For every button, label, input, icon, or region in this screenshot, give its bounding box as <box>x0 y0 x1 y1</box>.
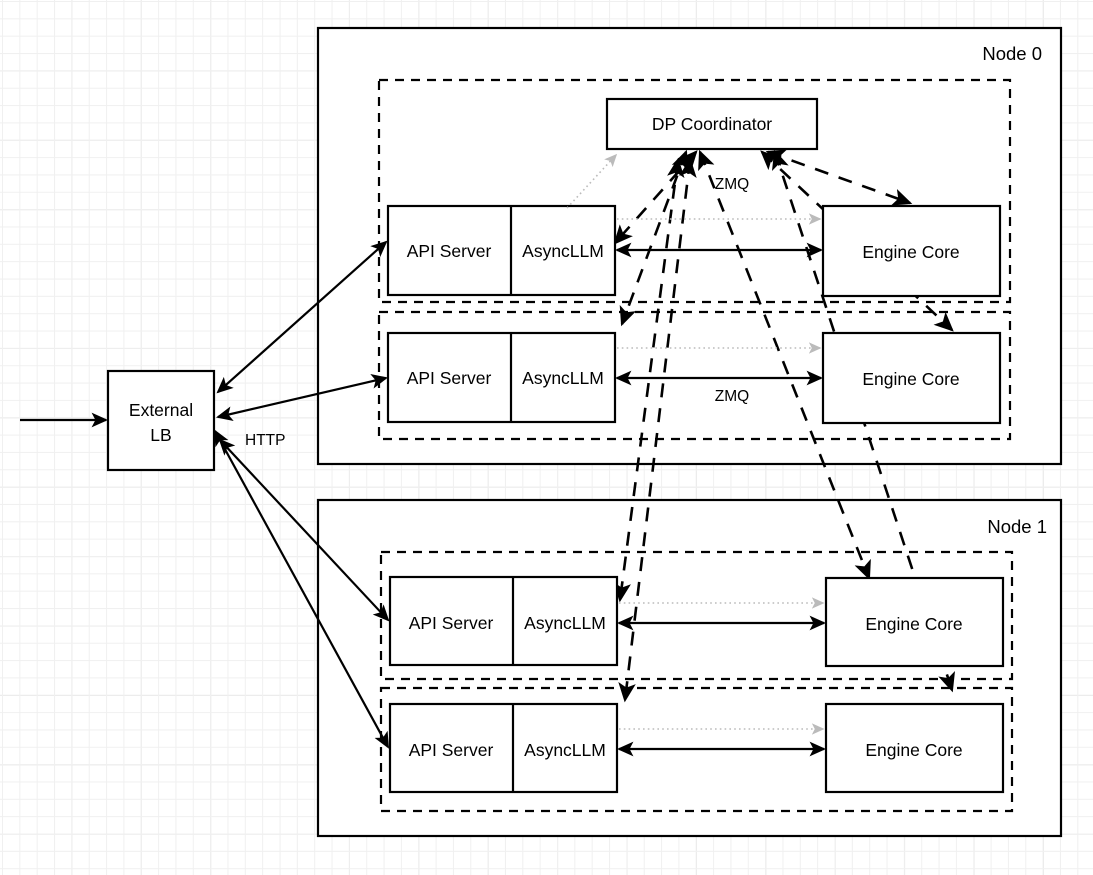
edge-coordinator-asyncllm-n1r1 <box>618 157 697 703</box>
node-0-label: Node 0 <box>982 43 1042 64</box>
n0r0-engine-core-label: Engine Core <box>862 242 959 262</box>
node-1-label: Node 1 <box>987 516 1047 537</box>
n0r0-apiserver-asyncllm-box[interactable] <box>386 204 617 297</box>
external-lb-box[interactable] <box>106 369 216 472</box>
n0r1-engine-core-label: Engine Core <box>862 369 959 389</box>
n1r0-engine-core-box[interactable] <box>824 576 1005 668</box>
n0r1-engine-core-box[interactable] <box>821 331 1002 425</box>
n1r1-api-server-label: API Server <box>409 740 494 760</box>
dp-coordinator-label: DP Coordinator <box>652 114 772 134</box>
n1r0-engine-core-label: Engine Core <box>865 614 962 634</box>
edge-lb-n1r1-apiserver <box>214 429 389 749</box>
n0r1-api-server-label: API Server <box>407 368 492 388</box>
dp-coordinator-box[interactable] <box>605 97 819 151</box>
n1r1-apiserver-asyncllm-box[interactable] <box>388 702 619 794</box>
n1r0-asyncllm-label: AsyncLLM <box>524 613 606 633</box>
external-lb-label-line1: External <box>129 400 193 420</box>
n1r0-api-server-label: API Server <box>409 613 494 633</box>
n0r1-asyncllm-label: AsyncLLM <box>522 368 604 388</box>
zmq-label-n0r1: ZMQ <box>715 388 749 405</box>
n1r1-asyncllm-label: AsyncLLM <box>524 740 606 760</box>
n1r1-engine-core-label: Engine Core <box>865 740 962 760</box>
external-lb-label-line2: LB <box>150 425 171 445</box>
edge-lb-n0r1-apiserver <box>215 374 389 421</box>
n0r0-api-server-label: API Server <box>407 241 492 261</box>
node-1-rank-1-group <box>379 686 1014 813</box>
n0r0-asyncllm-label: AsyncLLM <box>522 241 604 261</box>
n0r0-engine-core-box[interactable] <box>821 204 1002 298</box>
zmq-label-coordinator: ZMQ <box>715 176 749 193</box>
edge-lb-n0r0-apiserver <box>216 240 388 394</box>
n1r1-engine-core-box[interactable] <box>824 702 1005 794</box>
http-label: HTTP <box>245 432 285 449</box>
